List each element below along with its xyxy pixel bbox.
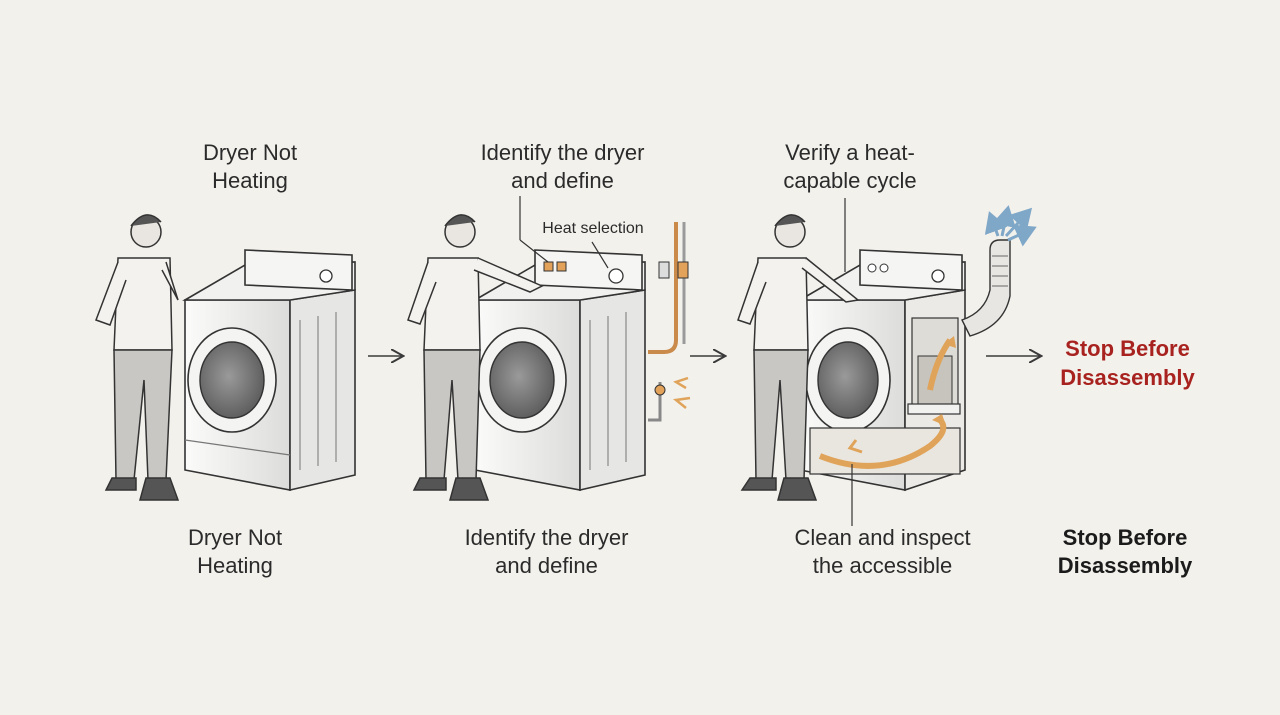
heat-selection-callout: Heat selection (542, 220, 644, 237)
person-figure-2 (407, 214, 544, 501)
vent-duct (961, 205, 1037, 337)
dryer-illustration-1 (182, 249, 356, 492)
dryer-illustration-2 (472, 249, 646, 492)
step-3-bottom-label: Clean and inspect the accessible (794, 525, 971, 578)
step-2-top-label: Identify the dryer and define (480, 140, 645, 193)
panel-2-scene (407, 196, 691, 501)
step-1-bottom-label: Dryer Not Heating (187, 525, 283, 578)
airflow-arrow (818, 417, 947, 469)
person-figure-1 (95, 214, 180, 501)
panel-3-scene (737, 198, 1037, 526)
step-1-top-label: Dryer Not Heating (202, 140, 298, 193)
step-4-top-label: Stop Before Disassembly (1060, 336, 1195, 390)
panel-1-scene (95, 214, 356, 501)
step-3-top-label: Verify a heat- capable cycle (783, 140, 917, 193)
step-4-bottom-label: Stop Before Disassembly (1057, 525, 1193, 578)
gas-line (648, 222, 691, 422)
person-figure-3 (737, 214, 860, 501)
step-2-bottom-label: Identify the dryer and define (464, 525, 629, 578)
